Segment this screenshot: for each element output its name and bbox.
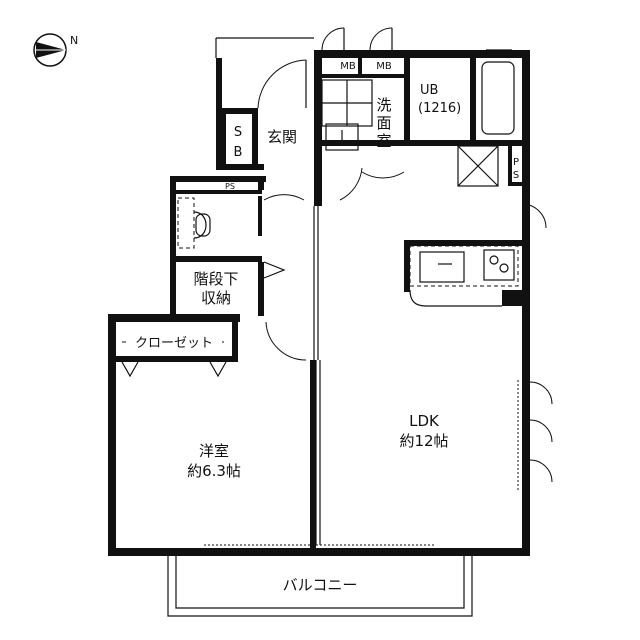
- ps-kitchen-label: PS: [512, 293, 521, 301]
- closet-label: クローゼット: [135, 336, 213, 351]
- ldk-size: 約12帖: [399, 432, 448, 450]
- exterior-walls: [108, 50, 530, 556]
- ub-label: UB: [420, 83, 438, 98]
- western-room-label: 洋室: [199, 442, 229, 460]
- washroom-label-2: 面: [376, 114, 391, 132]
- washroom-label-3: 室: [376, 132, 391, 150]
- toilet-icon: [177, 197, 211, 249]
- stair-storage-label-2: 収納: [201, 289, 231, 307]
- ldk-label: LDK: [409, 412, 440, 430]
- sb-label-s: S: [234, 125, 242, 140]
- mb-left-label: MB: [340, 61, 356, 72]
- entrance-door: [215, 37, 314, 109]
- compass-icon: [33, 33, 67, 67]
- balcony-outline: [167, 556, 473, 617]
- kitchen-counter: [409, 245, 519, 307]
- ps-top-label: PS: [225, 182, 235, 191]
- balcony-label: バルコニー: [283, 576, 358, 594]
- ps-right-label-s: S: [513, 170, 519, 181]
- mb-right-label: MB: [376, 61, 392, 72]
- stair-storage-label-1: 階段下: [193, 270, 238, 288]
- north-label: N: [70, 34, 78, 47]
- ub-size-label: (1216): [418, 101, 461, 116]
- washroom-label-1: 洗: [376, 96, 391, 114]
- ps-right-label-p: P: [513, 157, 519, 168]
- entrance-label: 玄関: [267, 128, 297, 146]
- interior-walls: [116, 50, 522, 556]
- western-room-size: 約6.3帖: [187, 462, 241, 480]
- sb-label-b: B: [234, 145, 243, 160]
